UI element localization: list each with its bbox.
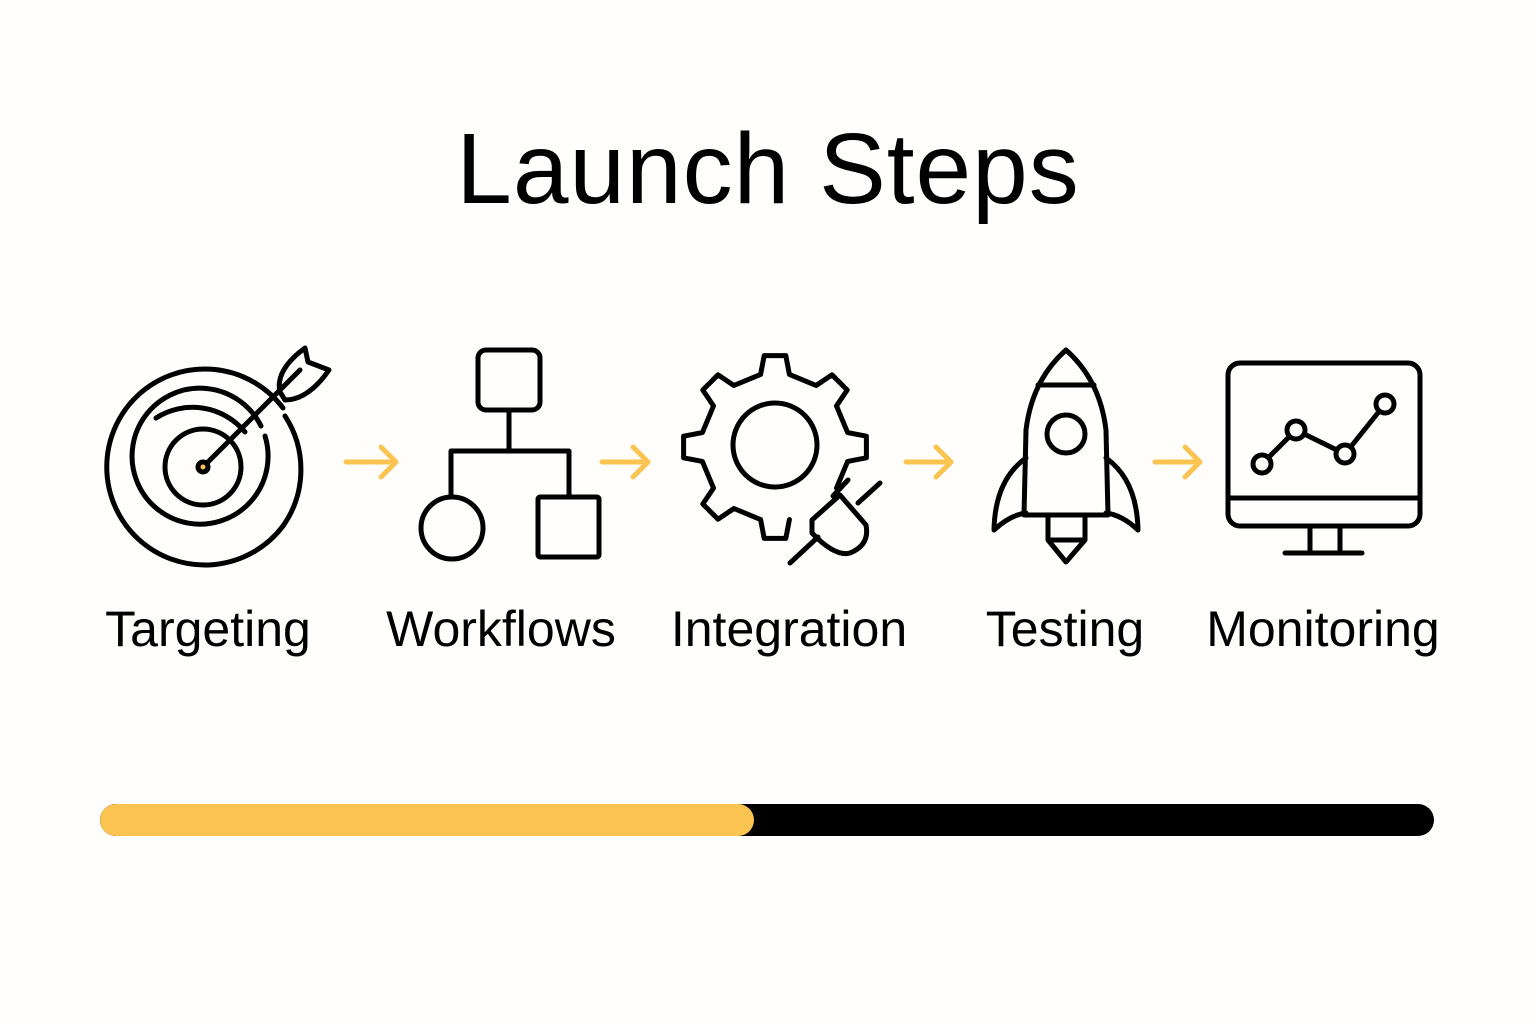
step-label-workflows: Workflows — [386, 601, 616, 657]
page-title: Launch Steps — [456, 113, 1080, 225]
progress-bar — [100, 804, 1434, 836]
arrows — [343, 444, 1203, 480]
progress-fill — [100, 804, 754, 836]
step-label-targeting: Targeting — [105, 601, 311, 657]
step-label-monitoring: Monitoring — [1206, 601, 1440, 657]
step-label-testing: Testing — [985, 601, 1145, 657]
arrow-right-icon — [343, 444, 399, 480]
arrow-right-icon — [1152, 444, 1203, 480]
arrow-right-icon — [903, 444, 954, 480]
step-label-integration: Integration — [670, 601, 908, 657]
monitor-chart-icon — [1225, 360, 1423, 556]
gear-plug-icon — [681, 353, 883, 566]
rocket-icon — [991, 347, 1141, 565]
arrow-right-icon — [599, 444, 651, 480]
target-icon — [104, 345, 332, 568]
workflow-icon — [418, 347, 602, 562]
